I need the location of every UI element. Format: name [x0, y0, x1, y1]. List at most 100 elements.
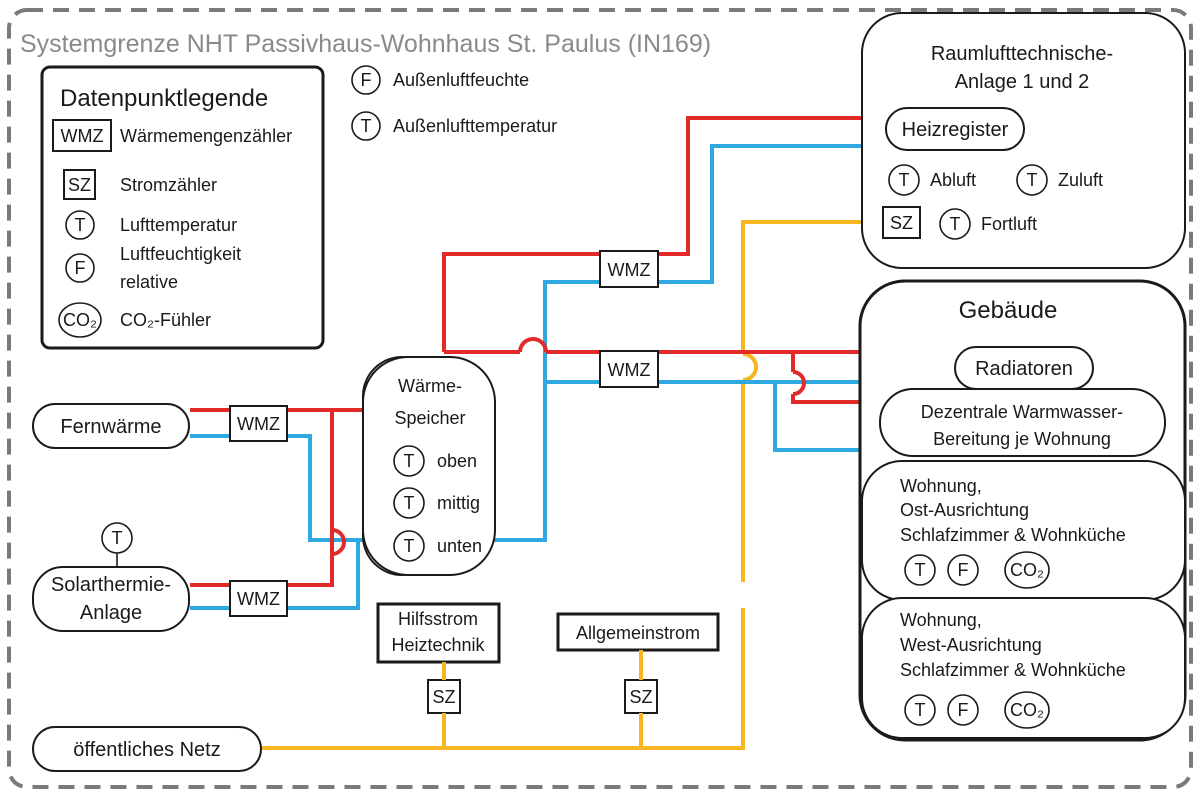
abluft-temperature-icon	[888, 164, 920, 196]
storage-top-temperature-icon	[393, 445, 425, 477]
wmz-building	[599, 350, 659, 388]
solar-label-line2: Anlage	[80, 602, 142, 624]
solar-label-line1: Solarthermie-	[51, 574, 171, 596]
apt-west-co2-symbol: CO₂	[1010, 700, 1044, 720]
wmz-rlt-label: WMZ	[608, 260, 651, 280]
legend-f-label-1: Luftfeuchtigkeit	[120, 244, 241, 264]
rlt-sz-symbol: SZ	[890, 213, 913, 233]
abluft-t-symbol: T	[899, 170, 910, 190]
solar-t-symbol: T	[112, 528, 123, 548]
apt-east-line3: Schlafzimmer & Wohnküche	[900, 525, 1126, 545]
apt-east-f-symbol: F	[958, 560, 969, 580]
wmz-building-label: WMZ	[608, 360, 651, 380]
outside-t-symbol: T	[361, 116, 372, 136]
grid-box	[32, 726, 262, 772]
legend-co2-label: CO₂-Fühler	[120, 310, 211, 330]
apt-west-co2-icon	[1004, 691, 1050, 729]
sz-hilfsstrom	[427, 679, 461, 714]
solar-box	[32, 566, 190, 632]
legend-wmz-label: Wärmemengenzähler	[120, 126, 292, 146]
hilfsstrom-box	[376, 602, 501, 664]
legend-t-label: Lufttemperatur	[120, 215, 237, 235]
legend: Datenpunktlegende WMZ Wärmemengenzähler …	[40, 65, 325, 350]
storage-mid-label: mittig	[437, 493, 480, 513]
apt-east-line2: Ost-Ausrichtung	[900, 500, 1029, 520]
outside-sensors: F Außenluftfeuchte T Außenlufttemperatur	[351, 65, 557, 141]
rlt-title-line1: Raumlufttechnische-	[931, 43, 1113, 65]
apt-east-t-symbol: T	[915, 560, 926, 580]
wmz-rlt	[599, 250, 659, 288]
building: Gebäude Radiatoren Dezentrale Warmwasser…	[858, 279, 1187, 742]
storage-bottom-label: unten	[437, 536, 482, 556]
apt-west-t-symbol: T	[915, 700, 926, 720]
diagram-title: Systemgrenze NHT Passivhaus-Wohnhaus St.…	[20, 30, 711, 58]
storage-label-line1: Wärme-	[398, 376, 462, 396]
dhw-label-line2: Bereitung je Wohnung	[933, 429, 1111, 449]
legend-sz-symbol: SZ	[68, 175, 91, 195]
fortluft-label: Fortluft	[981, 214, 1037, 234]
allgemeinstrom-label: Allgemeinstrom	[576, 623, 700, 643]
supply-lines	[190, 116, 955, 587]
radiatoren-label: Radiatoren	[975, 358, 1073, 380]
apartment-west-box	[861, 597, 1186, 739]
solar-temperature-icon	[101, 522, 133, 554]
storage-top-label: oben	[437, 451, 477, 471]
heat-meters: WMZ WMZ WMZ WMZ	[229, 250, 659, 617]
electric-lines	[262, 220, 880, 750]
fortluft-t-symbol: T	[950, 214, 961, 234]
apt-west-line2: West-Ausrichtung	[900, 635, 1042, 655]
apt-west-line1: Wohnung,	[900, 610, 982, 630]
storage-bottom-t-symbol: T	[404, 536, 415, 556]
storage-bottom-temperature-icon	[393, 530, 425, 562]
outside-temperature-icon	[351, 111, 381, 141]
zuluft-t-symbol: T	[1027, 170, 1038, 190]
grid-label: öffentliches Netz	[73, 739, 221, 761]
outside-humidity-label: Außenluftfeuchte	[393, 70, 529, 90]
legend-temperature-icon	[65, 210, 95, 240]
rlt-title-line2: Anlage 1 und 2	[955, 71, 1090, 93]
building-title: Gebäude	[959, 297, 1058, 324]
power-meters: Hilfsstrom Heiztechnik SZ Allgemeinstrom…	[376, 602, 720, 714]
zuluft-label: Zuluft	[1058, 170, 1103, 190]
sources: Fernwärme T Solarthermie- Anlage öffentl…	[32, 403, 262, 772]
hilfsstrom-label-line2: Heiztechnik	[391, 635, 485, 655]
apt-west-temperature-icon	[904, 694, 936, 726]
storage-mid-temperature-icon	[393, 487, 425, 519]
wmz-solar	[229, 580, 288, 617]
outside-humidity-icon	[351, 65, 381, 95]
storage-top-t-symbol: T	[404, 451, 415, 471]
legend-f-label-2: relative	[120, 272, 178, 292]
heat-storage: Wärme- Speicher T oben T mittig T unten	[362, 356, 496, 576]
wmz-fernwaerme-label: WMZ	[237, 414, 280, 434]
storage-mid-t-symbol: T	[404, 493, 415, 513]
outside-temperature-label: Außenlufttemperatur	[393, 116, 557, 136]
apt-east-co2-symbol: CO₂	[1010, 560, 1044, 580]
legend-sz-label: Stromzähler	[120, 175, 217, 195]
legend-co2-symbol: CO₂	[63, 310, 97, 330]
storage-label-line2: Speicher	[394, 408, 465, 428]
legend-f-symbol: F	[75, 258, 86, 278]
wmz-solar-label: WMZ	[237, 589, 280, 609]
legend-humidity-icon	[65, 253, 95, 283]
dhw-label-line1: Dezentrale Warmwasser-	[921, 402, 1123, 422]
system-boundary	[7, 8, 1193, 789]
wmz-fernwaerme	[229, 405, 288, 442]
allgemeinstrom-box	[556, 612, 720, 652]
apt-west-humidity-icon	[947, 694, 979, 726]
apt-east-temperature-icon	[904, 554, 936, 586]
apt-east-line1: Wohnung,	[900, 476, 982, 496]
fortluft-temperature-icon	[939, 208, 971, 240]
abluft-label: Abluft	[930, 170, 976, 190]
dhw-box	[879, 388, 1166, 457]
sz-hilfsstrom-label: SZ	[432, 687, 455, 707]
pipe-hop	[331, 528, 346, 556]
ventilation-unit: Raumlufttechnische- Anlage 1 und 2 Heizr…	[861, 12, 1186, 269]
apt-west-f-symbol: F	[958, 700, 969, 720]
legend-wmz-symbol: WMZ	[61, 126, 104, 146]
fernwaerme-box	[32, 403, 190, 449]
apt-east-co2-icon	[1004, 551, 1050, 589]
legend-heading: Datenpunktlegende	[60, 85, 268, 112]
zuluft-temperature-icon	[1016, 164, 1048, 196]
heizregister-box	[885, 107, 1025, 151]
